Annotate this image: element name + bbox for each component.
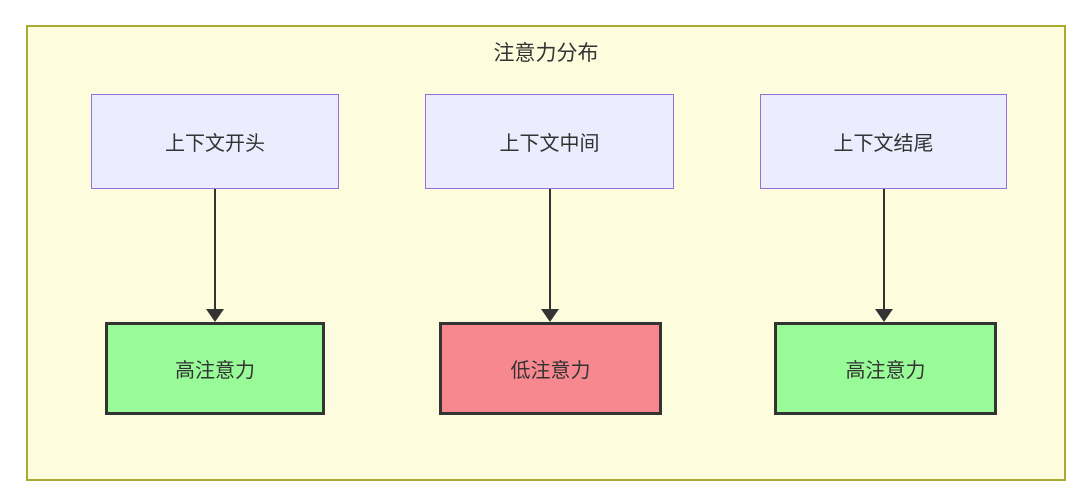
attention-distribution-diagram: 注意力分布 上下文开头 上下文中间 上下文结尾 高注意力 低注意力 高注意力 <box>26 25 1066 481</box>
diagram-title: 注意力分布 <box>493 42 599 65</box>
node-context-end: 上下文结尾 <box>760 94 1007 189</box>
arrow-down-connector-left <box>206 189 224 322</box>
node-high-attention-left: 高注意力 <box>105 322 325 415</box>
node-low-attention: 低注意力 <box>439 322 662 415</box>
arrow-shaft <box>883 189 885 310</box>
node-context-beginning: 上下文开头 <box>91 94 339 189</box>
arrow-head-icon <box>541 309 559 322</box>
node-context-middle: 上下文中间 <box>425 94 674 189</box>
arrow-down-connector-right <box>875 189 893 322</box>
arrow-head-icon <box>875 309 893 322</box>
arrow-head-icon <box>206 309 224 322</box>
node-high-attention-right: 高注意力 <box>774 322 997 415</box>
arrow-shaft <box>549 189 551 310</box>
arrow-shaft <box>214 189 216 310</box>
arrow-down-connector-middle <box>541 189 559 322</box>
